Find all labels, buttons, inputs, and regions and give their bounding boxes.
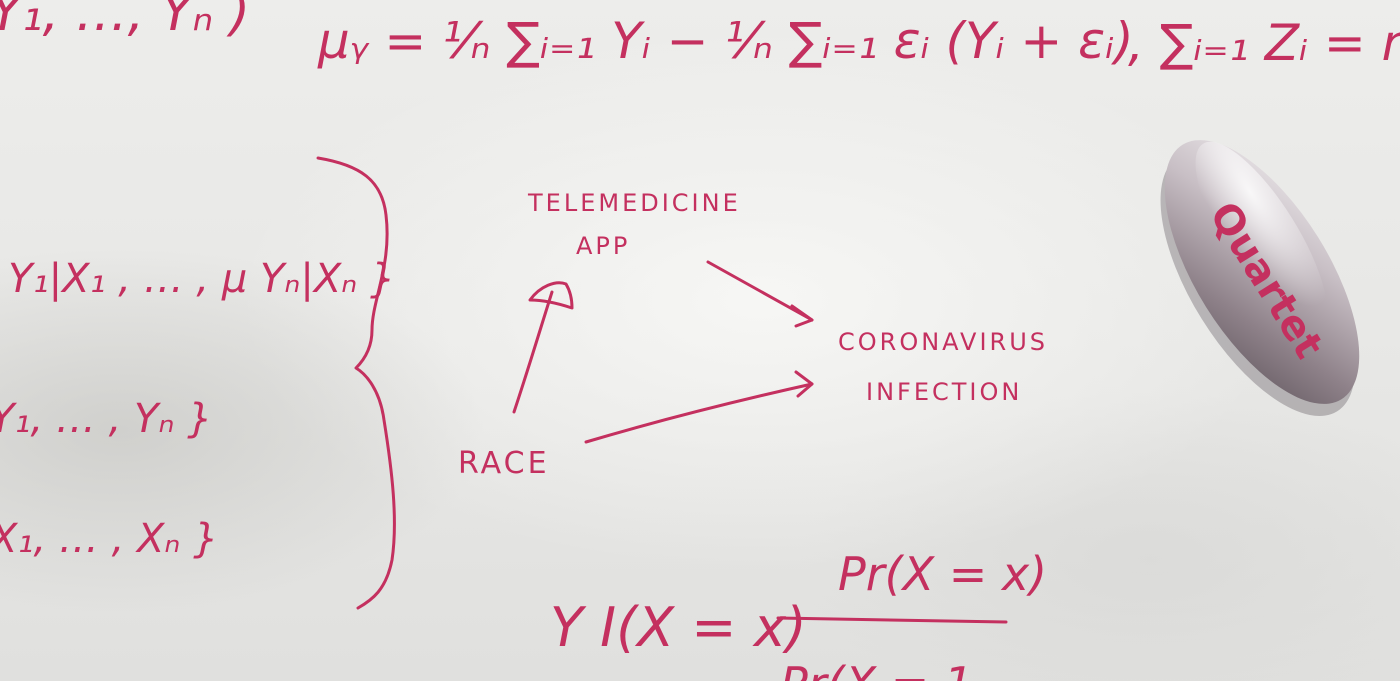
formula-bottom-prefix: Y I(X = x) (550, 596, 807, 659)
eraser: Quartet (1160, 140, 1360, 417)
diagram-edge-race-to-app (512, 281, 574, 414)
eraser-highlight (1195, 141, 1328, 333)
node-race-label: RACE (458, 446, 550, 481)
formula-top-left: Y₁, …, Yₙ ) (0, 0, 250, 43)
formula-bottom-denominator: Pr(X = 1 … (780, 657, 1034, 681)
diagram-node-race: RACE (458, 446, 550, 481)
formula-set-2: Y₁, … , Yₙ } (0, 396, 213, 442)
node-infection-label-line2: INFECTION (866, 378, 1022, 406)
formula-set-1: μ Y₁|X₁ , … , μ Yₙ|Xₙ } (0, 256, 395, 302)
diagram-node-infection: CORONAVIRUS INFECTION (838, 328, 1048, 406)
edge-race-infection-line (584, 382, 814, 444)
edge-race-app-line (512, 290, 554, 414)
fraction-bar (776, 616, 1008, 624)
formula-top-middle: μᵧ = ¹⁄ₙ ∑ᵢ₌₁ Yᵢ − ¹⁄ₙ ∑ᵢ₌₁ εᵢ (Yᵢ + εᵢ) (317, 12, 1134, 70)
formula-top-right-text: , ∑ᵢ₌₁ Zᵢ = n (1128, 14, 1400, 72)
edge-race-infection-arrowhead (794, 370, 814, 398)
formula-bottom-numerator: Pr(X = x) (838, 547, 1047, 601)
diagram-node-app: TELEMEDICINE APP (527, 189, 741, 260)
node-app-label-line1: TELEMEDICINE (527, 189, 741, 217)
edge-app-infection-arrowhead (790, 304, 814, 328)
formula-set-3: X₁, … , Xₙ } (0, 516, 219, 562)
formula-set-3-text: X₁, … , Xₙ } (0, 516, 219, 562)
formula-set-2-text: Y₁, … , Yₙ } (0, 396, 213, 442)
node-infection-label-line1: CORONAVIRUS (838, 328, 1048, 356)
formula-top-middle-text: μᵧ = ¹⁄ₙ ∑ᵢ₌₁ Yᵢ − ¹⁄ₙ ∑ᵢ₌₁ εᵢ (Yᵢ + εᵢ) (317, 12, 1134, 70)
edge-app-infection-line (706, 260, 814, 322)
formula-set-1-text: μ Y₁|X₁ , … , μ Yₙ|Xₙ } (0, 256, 395, 302)
formula-bottom: Pr(X = x) Y I(X = x) Pr(X = 1 … (550, 547, 1047, 681)
edge-race-app-arrowhead (528, 281, 574, 310)
formula-top-right: , ∑ᵢ₌₁ Zᵢ = n (1128, 14, 1400, 72)
diagram-edge-app-to-infection (706, 260, 814, 328)
diagram-edge-race-to-infection (584, 370, 814, 444)
large-curly-brace (316, 156, 396, 610)
formula-top-left-text: Y₁, …, Yₙ ) (0, 0, 250, 43)
node-app-label-line2: APP (576, 232, 630, 260)
